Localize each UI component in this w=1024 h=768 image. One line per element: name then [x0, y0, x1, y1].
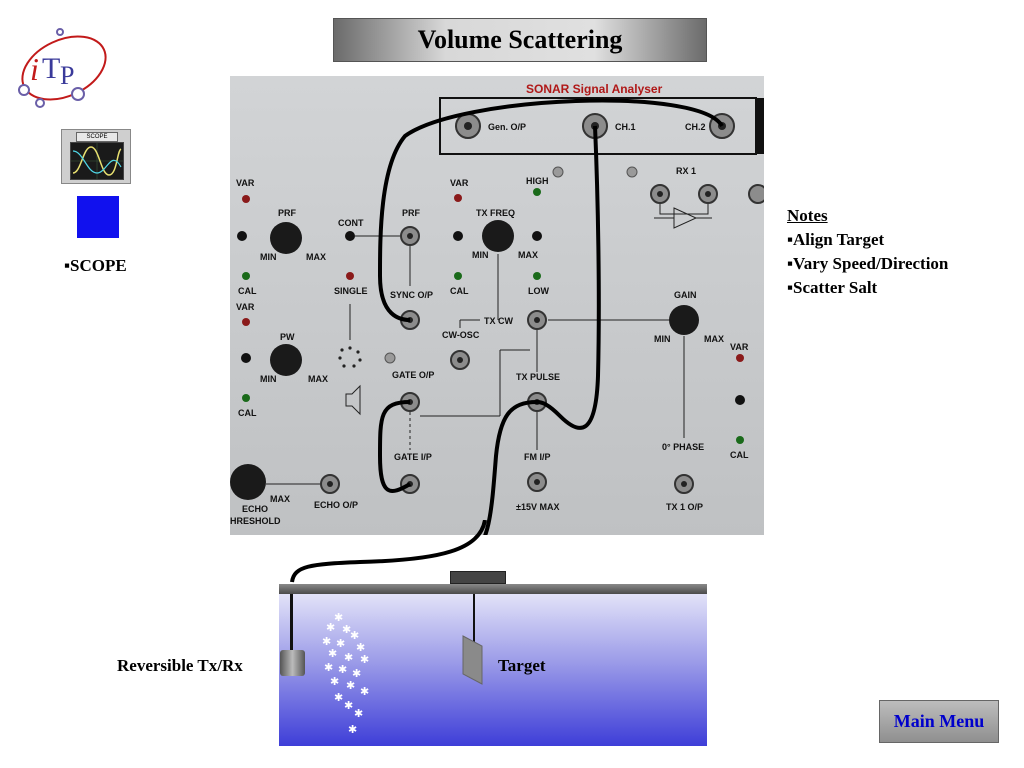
target-rod — [473, 594, 475, 644]
svg-text:T: T — [42, 52, 60, 85]
label-var-3: VAR — [450, 178, 469, 188]
label-ch1: CH.1 — [615, 122, 636, 132]
scope-action-button[interactable] — [77, 196, 119, 238]
note-item: ▪Align Target — [787, 230, 885, 249]
salt-particles: ✱ ✱ ✱ ✱ ✱ ✱ ✱ ✱ ✱ ✱ ✱ ✱ ✱ ✱ ✱ ✱ ✱ ✱ ✱ ✱ — [322, 611, 370, 736]
prf-knob — [270, 222, 302, 254]
sonar-signal-analyser-panel: SONAR Signal Analyser Gen. O/P CH.1 CH.2… — [230, 76, 764, 535]
label-ch2: CH.2 — [685, 122, 706, 132]
target-carriage[interactable] — [450, 571, 506, 584]
label-phase: 0° PHASE — [662, 442, 704, 452]
svg-text:MAX: MAX — [518, 250, 538, 260]
svg-text:MAX: MAX — [270, 494, 290, 504]
slide-title: Volume Scattering — [333, 18, 707, 62]
label-tx-freq: TX FREQ — [476, 208, 515, 218]
label-gate-ip: GATE I/P — [394, 452, 432, 462]
water-tank — [279, 594, 707, 746]
label-prf-knob: PRF — [278, 208, 297, 218]
tx-freq-knob — [482, 220, 514, 252]
itp-logo: i T P — [12, 28, 112, 112]
speaker-icon — [345, 384, 361, 416]
label-high: HIGH — [526, 176, 549, 186]
svg-text:MAX: MAX — [306, 252, 326, 262]
label-sync-op: SYNC O/P — [390, 290, 433, 300]
label-echo: ECHO — [242, 504, 268, 514]
svg-text:MIN: MIN — [260, 374, 277, 384]
label-tx-cw: TX CW — [484, 316, 514, 326]
transducer-label: Reversible Tx/Rx — [117, 656, 243, 675]
svg-text:MAX: MAX — [308, 374, 328, 384]
gain-knob — [669, 305, 699, 335]
target-label: Target — [498, 656, 546, 675]
svg-text:P: P — [60, 61, 74, 90]
tank-rim — [279, 584, 707, 594]
label-cal-4: CAL — [730, 450, 749, 460]
label-tx1-op: TX 1 O/P — [666, 502, 703, 512]
label-pw-knob: PW — [280, 332, 295, 342]
scope-icon-caption: SCOPE — [76, 132, 118, 142]
label-cont: CONT — [338, 218, 364, 228]
svg-text:i: i — [30, 51, 39, 87]
svg-text:MAX: MAX — [704, 334, 724, 344]
notes-heading: Notes — [787, 206, 828, 225]
svg-text:MIN: MIN — [472, 250, 489, 260]
label-cal-1: CAL — [238, 286, 257, 296]
main-menu-button[interactable]: Main Menu — [879, 700, 999, 743]
cable-gate-loop — [377, 400, 412, 493]
label-gain: GAIN — [674, 290, 697, 300]
pw-knob — [270, 344, 302, 376]
label-cal-2: CAL — [238, 408, 257, 418]
bnc-gen-op — [455, 113, 481, 139]
cable-ch2-sync — [377, 98, 724, 322]
notes-panel: Notes ▪Align Target ▪Vary Speed/Directio… — [787, 204, 948, 300]
amplifier-icon — [673, 207, 698, 229]
label-rx1: RX 1 — [676, 166, 696, 176]
transducer-icon[interactable] — [280, 650, 305, 676]
label-var-2: VAR — [236, 302, 255, 312]
label-low: LOW — [528, 286, 549, 296]
label-var-1: VAR — [236, 178, 255, 188]
note-item: ▪Vary Speed/Direction — [787, 254, 949, 273]
cable-to-transducer — [290, 520, 487, 583]
label-15v-max: ±15V MAX — [516, 502, 559, 512]
label-prf: PRF — [402, 208, 421, 218]
scope-wave-icon — [70, 142, 124, 180]
cable-ch1-txpulse — [536, 125, 601, 430]
svg-text:MIN: MIN — [654, 334, 671, 344]
target-plate-icon[interactable] — [462, 634, 484, 686]
echo-threshold-knob — [230, 464, 266, 500]
label-var-4: VAR — [730, 342, 749, 352]
cable-txpulse-transducer — [483, 400, 538, 535]
transducer-rod — [290, 594, 293, 652]
svg-text:MIN: MIN — [260, 252, 277, 262]
label-tx-pulse: TX PULSE — [516, 372, 560, 382]
label-gate-op: GATE O/P — [392, 370, 434, 380]
label-threshold: HRESHOLD — [230, 516, 281, 526]
label-gen-op: Gen. O/P — [488, 122, 526, 132]
scope-icon-button[interactable]: SCOPE — [61, 129, 131, 184]
label-single: SINGLE — [334, 286, 368, 296]
label-cal-3: CAL — [450, 286, 469, 296]
note-item: ▪Scatter Salt — [787, 278, 878, 297]
label-fm-ip: FM I/P — [524, 452, 551, 462]
label-cw-osc: CW-OSC — [442, 330, 480, 340]
label-echo-op: ECHO O/P — [314, 500, 358, 510]
scope-link[interactable]: ▪SCOPE — [64, 256, 127, 275]
panel-title: SONAR Signal Analyser — [526, 82, 663, 96]
